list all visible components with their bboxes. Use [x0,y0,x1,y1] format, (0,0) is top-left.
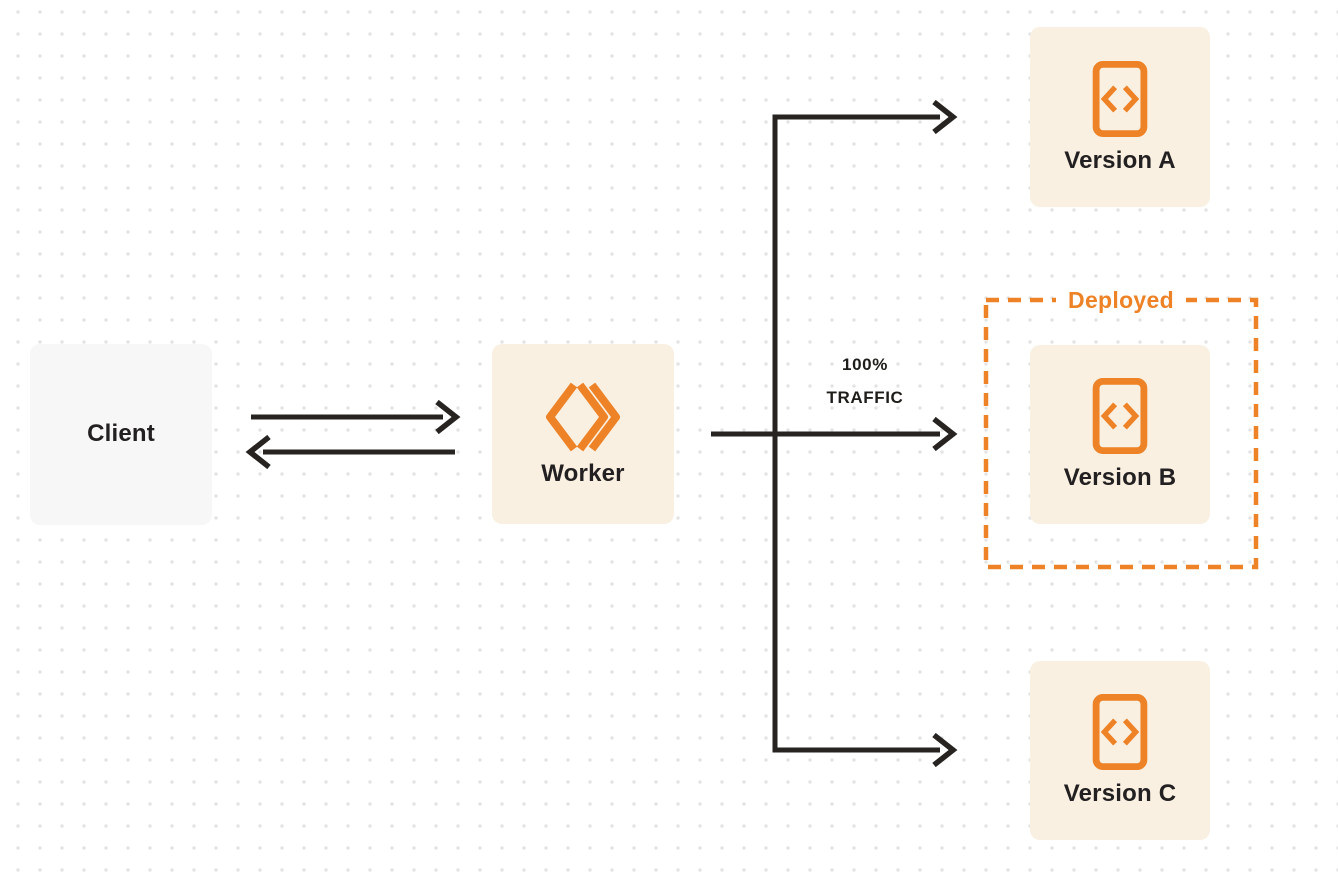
arrowhead-right-icon [435,399,461,435]
node-version-a: Version A [1030,27,1210,207]
arrowhead-version-a-icon [932,99,958,135]
traffic-annotation: 100% TRAFFIC [775,348,955,414]
code-file-icon [1092,694,1148,771]
version-b-label: Version B [1063,464,1177,492]
node-client: Client [30,344,212,525]
version-c-label: Version C [1063,780,1177,808]
arrowhead-version-c-icon [932,732,958,768]
arrowhead-version-b-icon [932,416,958,452]
code-file-icon [1092,60,1148,137]
arrowhead-left-icon [245,434,271,470]
node-worker: Worker [492,344,674,524]
code-file-icon [1092,378,1148,455]
node-version-b: Version B [1030,345,1210,524]
traffic-percent-text: 100% [842,355,888,374]
workers-chevrons-icon [546,382,620,452]
worker-label: Worker [541,459,625,487]
client-to-worker-arrow [251,399,461,435]
traffic-word-text: TRAFFIC [826,388,904,407]
worker-to-client-arrow [245,434,455,470]
node-version-c: Version C [1030,661,1210,840]
traffic-branch-lines [711,99,958,768]
deployed-badge: Deployed [986,287,1256,317]
client-label: Client [87,420,155,448]
deployed-badge-text: Deployed [1056,287,1186,314]
version-a-label: Version A [1064,146,1176,174]
